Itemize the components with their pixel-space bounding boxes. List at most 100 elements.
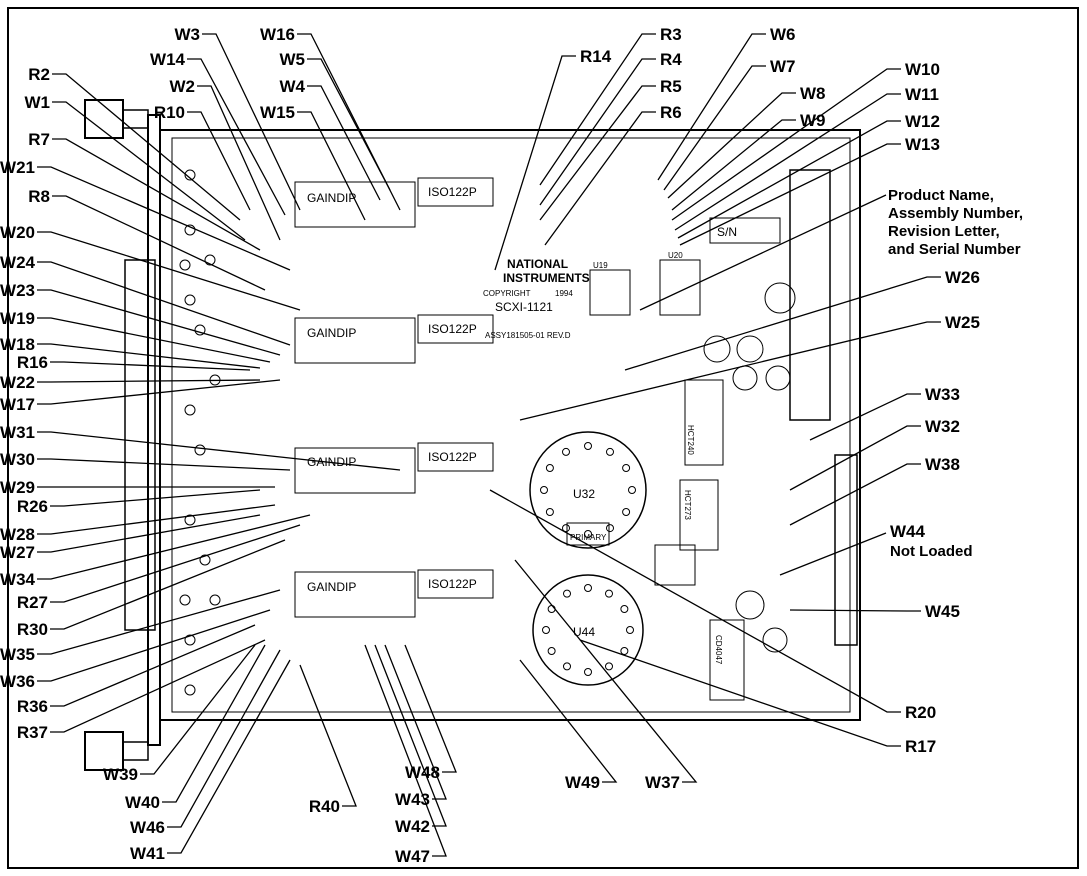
- leader-r8: [52, 195, 266, 291]
- module-pin: [545, 508, 554, 516]
- mounting-hole: [209, 594, 221, 606]
- leader-w1: [52, 101, 246, 241]
- leader-w46: [167, 649, 281, 828]
- leader-w24: [37, 261, 291, 346]
- u44-label: U44: [573, 625, 595, 639]
- callout-w10: W10: [905, 60, 940, 79]
- callout-w32: W32: [925, 417, 960, 436]
- brand-line-1: NATIONAL: [507, 257, 568, 271]
- copyright-year: 1994: [555, 289, 573, 298]
- u19-label: U19: [593, 261, 608, 270]
- callout-w26: W26: [945, 268, 980, 287]
- product-name-note: Product Name, Assembly Number, Revision …: [888, 187, 1023, 258]
- leader-r37: [50, 639, 266, 733]
- callout-w15: W15: [260, 103, 295, 122]
- callout-r40: R40: [309, 797, 340, 816]
- leader-w48: [404, 644, 457, 773]
- module-pin: [563, 662, 571, 671]
- callout-w25: W25: [945, 313, 980, 332]
- module-pin: [605, 589, 613, 598]
- leader-r6: [544, 111, 656, 246]
- callout-r3: R3: [660, 25, 682, 44]
- callout-w35: W35: [0, 645, 35, 664]
- sn-label: S/N: [717, 225, 737, 239]
- callout-w14: W14: [150, 50, 186, 69]
- leader-w49: [519, 659, 618, 783]
- leader-r7: [52, 138, 261, 251]
- leader-w32: [789, 425, 921, 491]
- w44-line-2: Not Loaded: [890, 543, 973, 560]
- leader-r16: [50, 361, 251, 371]
- mounting-hole: [179, 594, 191, 606]
- callout-w39: W39: [103, 765, 138, 784]
- callout-w42: W42: [395, 817, 430, 836]
- leader-w14: [187, 58, 286, 216]
- leader-w7: [663, 65, 766, 191]
- leader-w42: [374, 644, 447, 827]
- leader-w26: [624, 276, 941, 371]
- leader-r26: [50, 489, 261, 507]
- callout-w49: W49: [565, 773, 600, 792]
- leader-w17: [37, 379, 281, 405]
- module-pin: [620, 605, 629, 613]
- leader-w43: [384, 644, 447, 800]
- leader-w3: [202, 33, 301, 211]
- mounting-hole: [184, 169, 196, 181]
- u32-label: U32: [573, 487, 595, 501]
- leader-w2: [197, 85, 281, 241]
- iso-label-3: ISO122P: [428, 450, 477, 464]
- u20-label: U20: [668, 251, 683, 260]
- callout-w33: W33: [925, 385, 960, 404]
- callout-r14: R14: [580, 47, 612, 66]
- leader-r27: [50, 524, 301, 603]
- module-pin: [605, 662, 613, 671]
- leader-w15: [297, 111, 366, 221]
- leader-w22: [37, 379, 261, 383]
- outer-border: [7, 7, 1079, 869]
- w44-line-1: W44: [890, 522, 926, 541]
- mounting-hole: [184, 224, 196, 236]
- leader-w4: [307, 85, 381, 201]
- leader-w8: [667, 92, 796, 199]
- leader-w30: [37, 458, 291, 471]
- leader-r10: [187, 111, 251, 211]
- callout-w37: W37: [645, 773, 680, 792]
- callout-r16: R16: [17, 353, 48, 372]
- callout-r26: R26: [17, 497, 48, 516]
- module-pin: [584, 584, 592, 592]
- callout-w7: W7: [770, 57, 796, 76]
- mounting-hole: [184, 634, 196, 646]
- module-pin: [584, 668, 592, 676]
- leader-w16: [297, 33, 401, 211]
- leader-w28: [37, 504, 276, 535]
- copyright: COPYRIGHT: [483, 289, 531, 298]
- callout-w41: W41: [130, 844, 165, 863]
- leader-r17: [579, 639, 901, 747]
- leader-w33: [809, 393, 921, 441]
- leader-w27: [37, 514, 261, 553]
- callout-r6: R6: [660, 103, 682, 122]
- mounting-hole: [184, 684, 196, 696]
- callout-w22: W22: [0, 373, 35, 392]
- callout-r4: R4: [660, 50, 682, 69]
- module-pin: [547, 647, 556, 655]
- callout-w38: W38: [925, 455, 960, 474]
- leader-r2: [52, 73, 241, 221]
- leader-w18: [37, 343, 261, 369]
- callout-r20: R20: [905, 703, 936, 722]
- leader-w12: [677, 120, 901, 239]
- leader-w25: [519, 321, 941, 421]
- leader-w40: [162, 644, 266, 803]
- leader-w39: [140, 644, 256, 775]
- leader-w21: [37, 166, 291, 271]
- hct273-label: HCT273: [683, 490, 692, 520]
- leader-w11: [674, 93, 901, 231]
- leader-r4: [539, 58, 656, 206]
- leader-w45: [789, 609, 921, 612]
- callout-r5: R5: [660, 77, 682, 96]
- callout-w18: W18: [0, 335, 35, 354]
- iso-label-4: ISO122P: [428, 577, 477, 591]
- callout-w11: W11: [905, 85, 939, 104]
- callout-w16: W16: [260, 25, 295, 44]
